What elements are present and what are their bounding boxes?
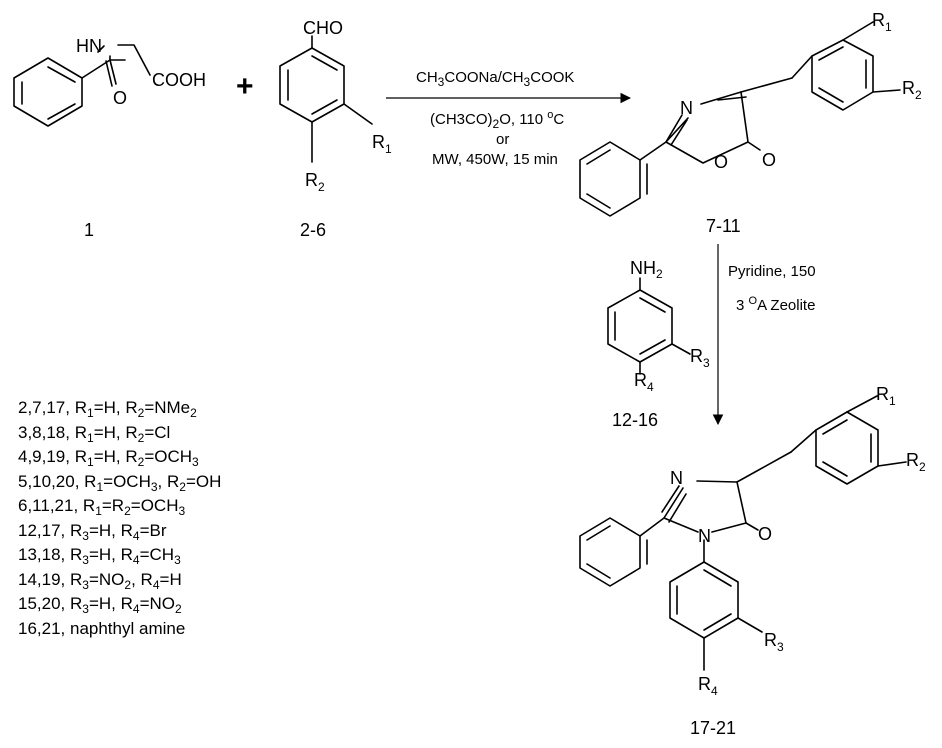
compound-2-r1-label: R1 [372, 132, 392, 156]
compound-7-11-o-label: O [714, 152, 728, 172]
legend-substituent: R2=NMe [125, 398, 191, 420]
compound-7-11-label: 7-11 [706, 216, 741, 236]
legend-row: 15,20, R3=H, R4=NO2 [18, 592, 358, 617]
compound-7-11-n-label: N [680, 98, 693, 118]
legend-substituent: 2 [190, 406, 197, 420]
legend-substituent: R4=NO [120, 594, 176, 616]
legend-substituent: 3 [178, 504, 186, 518]
legend-substituent: 2=OCH [124, 496, 179, 518]
legend-substituent: R3=NO [70, 569, 125, 592]
legend-row: 13,18, R3=H, R4=CH3 [18, 543, 358, 568]
legend-substituent: R4=CH [120, 545, 175, 567]
compound-12-16-nh2-label: NH2 [630, 258, 663, 281]
legend-substituent: R2=Cl [125, 422, 171, 445]
legend-compound-ids: 2,7,17, [18, 398, 75, 417]
compound-2-r2-label: R2 [305, 170, 325, 194]
compound-12-16-r3-label: R3 [690, 346, 710, 370]
legend-compound-ids: 16,21, naphthyl amine [18, 618, 186, 638]
legend-row: 6,11,21, R1=R2=OCH3 [18, 494, 358, 519]
legend-substituent: 3 [192, 455, 199, 469]
legend-substituent: 2 [175, 602, 182, 616]
step2-condition-1: Pyridine, 150 [728, 263, 816, 280]
legend-substituent: 3, [150, 471, 167, 494]
legend-row: 3,8,18, R1=H, R2=Cl [18, 421, 358, 446]
compound-12-16-structure: NH2 R3 R4 [607, 258, 710, 394]
legend-substituent: 2, [124, 569, 141, 592]
compound-17-21-carbonyl-o-label: O [758, 524, 772, 544]
legend-substituent: R1=OCH [84, 471, 151, 494]
compound-2-structure: CHO R1 R2 [279, 18, 392, 194]
compound-7-11-structure: N O O R1 R2 [579, 10, 922, 217]
legend-row: 5,10,20, R1=OCH3, R2=OH [18, 470, 358, 495]
legend-substituent: R1=H, [74, 422, 126, 445]
compound-2-cho-label: CHO [303, 18, 343, 38]
legend-substituent: R4=Br [120, 520, 167, 543]
plus-sign: + [236, 70, 254, 103]
step1-condition-2: (CH3CO)2O, 110 oC [430, 109, 564, 131]
legend-row: 16,21, naphthyl amine [18, 617, 358, 642]
compound-1-o-label: O [113, 88, 127, 108]
compound-17-21-r3-label: R3 [764, 630, 784, 654]
step1-condition-1: CH3COONa/CH3COOK [416, 69, 574, 89]
legend-substituent: R1=R [82, 496, 125, 518]
legend-compound-ids: 4,9,19, [18, 447, 75, 466]
compound-12-16-label: 12-16 [612, 410, 658, 430]
compound-17-21-r1-label: R1 [876, 384, 896, 408]
compound-7-11-r2-label: R2 [902, 78, 922, 102]
legend-row: 14,19, R3=NO2, R4=H [18, 568, 358, 593]
legend-compound-ids: 3,8,18, [18, 422, 75, 442]
compound-7-11-r1-label: R1 [872, 10, 892, 34]
legend-substituent: R3=H, [70, 545, 121, 567]
compound-17-21-n2-label: N [698, 526, 711, 546]
compound-7-11-carbonyl-o-label: O [762, 150, 776, 170]
legend-substituent: R1=H, [74, 447, 126, 469]
legend-compound-ids: 12,17, [18, 520, 70, 540]
step1-or-text: or [496, 131, 509, 148]
compound-17-21-n1-label: N [670, 468, 683, 488]
step2-condition-2: 3 OA Zeolite [736, 295, 815, 314]
legend-substituent: 3 [174, 553, 181, 567]
compound-1-structure: HN COOH O [13, 36, 206, 127]
compound-12-16-r4-label: R4 [634, 370, 654, 394]
legend-substituent: R1=H, [74, 398, 126, 420]
legend-row: 12,17, R3=H, R4=Br [18, 519, 358, 544]
legend-compound-ids: 5,10,20, [18, 471, 85, 491]
compound-17-21-r2-label: R2 [906, 450, 926, 474]
compound-1-nh-label: HN [76, 36, 102, 56]
legend-row: 2,7,17, R1=H, R2=NMe2 [18, 396, 358, 421]
legend-substituent: R3=H, [70, 520, 121, 543]
compound-17-21-label: 17-21 [690, 718, 736, 738]
legend-substituent: R4=H [140, 569, 182, 592]
legend-compound-ids: 15,20, [18, 594, 70, 613]
compound-2-6-label: 2-6 [300, 220, 326, 240]
legend-substituent: R2=OCH [125, 447, 193, 469]
legend-substituent: R3=H, [70, 594, 121, 616]
legend-substituent: R2=OH [167, 471, 222, 494]
legend-compound-ids: 14,19, [18, 569, 70, 589]
compound-1-label: 1 [84, 220, 94, 240]
legend-compound-ids: 6,11,21, [18, 496, 83, 515]
compound-1-acid-label: COOH [152, 70, 206, 90]
compound-17-21-r4-label: R4 [698, 674, 718, 698]
legend-row: 4,9,19, R1=H, R2=OCH3 [18, 445, 358, 470]
compound-17-21-structure: N N O R1 R2 R3 R4 [579, 384, 926, 698]
step1-condition-3: MW, 450W, 15 min [432, 151, 558, 168]
legend-compound-ids: 13,18, [18, 545, 70, 564]
